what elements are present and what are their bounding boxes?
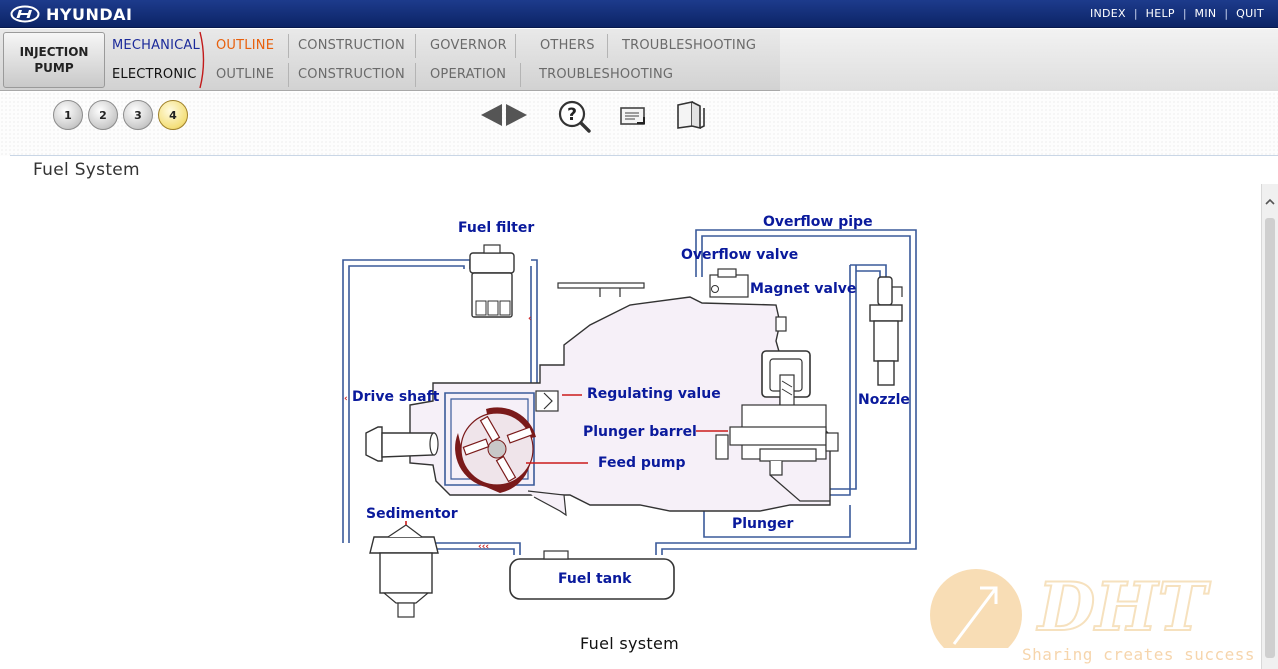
nav-category-electronic[interactable]: ELECTRONIC xyxy=(112,66,197,82)
toolbar-divider xyxy=(10,155,1278,156)
module-label-line2: PUMP xyxy=(34,61,74,75)
label-nozzle: Nozzle xyxy=(858,392,910,408)
nav-divider xyxy=(288,33,289,58)
watermark-logo-icon: DHT xyxy=(930,567,1213,661)
fuel-filter xyxy=(469,244,515,318)
brand-logo: HYUNDAI xyxy=(10,4,132,24)
nav-divider xyxy=(288,62,289,87)
svg-text:‹‹‹: ‹‹‹ xyxy=(478,542,489,552)
nav-category-mechanical[interactable]: MECHANICAL xyxy=(112,37,200,53)
label-plunger-barrel: Plunger barrel xyxy=(583,424,697,440)
scroll-up-icon[interactable] xyxy=(1264,196,1276,208)
nav-divider xyxy=(515,33,516,58)
min-link[interactable]: MIN xyxy=(1194,7,1217,20)
sedimentor xyxy=(369,524,439,618)
nav-electronic-troubleshooting[interactable]: TROUBLESHOOTING xyxy=(539,66,674,82)
nav-electronic-operation[interactable]: OPERATION xyxy=(430,66,507,82)
label-leader-lines xyxy=(405,394,728,525)
feed-pump xyxy=(455,407,536,493)
flow-direction-marks: ‹ ‹ ‹‹‹ xyxy=(344,314,532,552)
nav-electronic-outline[interactable]: OUTLINE xyxy=(216,66,275,82)
book-icon[interactable] xyxy=(676,100,706,130)
page-2-button[interactable]: 2 xyxy=(88,100,118,130)
svg-text:‹: ‹ xyxy=(528,314,532,324)
hyundai-emblem-icon xyxy=(10,5,40,23)
label-fuel-tank: Fuel tank xyxy=(558,571,632,587)
label-feed-pump: Feed pump xyxy=(598,455,685,471)
label-overflow-valve: Overflow valve xyxy=(681,247,798,263)
nozzle xyxy=(869,276,903,386)
label-sedimentor: Sedimentor xyxy=(366,506,458,522)
scroll-thumb[interactable] xyxy=(1265,218,1275,658)
svg-text:‹: ‹ xyxy=(344,394,348,404)
page-toolbar: 1 2 3 4 ? xyxy=(0,92,1278,156)
fuel-tank xyxy=(509,550,675,600)
mechanical-nav-row: MECHANICAL OUTLINE CONSTRUCTION GOVERNOR… xyxy=(106,31,768,60)
link-separator: | xyxy=(1133,7,1138,20)
electronic-nav-row: ELECTRONIC OUTLINE CONSTRUCTION OPERATIO… xyxy=(106,60,681,89)
top-links: INDEX | HELP | MIN | QUIT xyxy=(1082,7,1272,20)
index-link[interactable]: INDEX xyxy=(1089,7,1126,20)
page-4-button[interactable]: 4 xyxy=(158,100,188,130)
title-bar: HYUNDAI INDEX | HELP | MIN | QUIT xyxy=(0,0,1278,28)
label-overflow-pipe: Overflow pipe xyxy=(763,214,873,230)
page-title: Fuel System xyxy=(33,160,140,180)
label-magnet-valve: Magnet valve xyxy=(750,281,856,297)
category-divider-arc xyxy=(199,31,205,89)
label-drive-shaft: Drive shaft xyxy=(352,389,440,405)
nav-divider xyxy=(520,62,521,87)
drive-shaft xyxy=(365,426,439,462)
watermark: DHT Sharing creates success xyxy=(928,567,1278,669)
link-separator: | xyxy=(1224,7,1229,20)
label-plunger: Plunger xyxy=(732,516,794,532)
brand-wordmark: HYUNDAI xyxy=(46,4,133,24)
nav-mechanical-troubleshooting[interactable]: TROUBLESHOOTING xyxy=(622,37,757,53)
link-separator: | xyxy=(1182,7,1187,20)
nav-electronic-construction[interactable]: CONSTRUCTION xyxy=(298,66,405,82)
nav-divider xyxy=(607,33,608,58)
module-label: INJECTION PUMP xyxy=(9,44,99,76)
note-card-icon[interactable] xyxy=(620,106,646,126)
injection-pump-button[interactable]: INJECTION PUMP xyxy=(3,32,105,88)
vertical-scrollbar[interactable] xyxy=(1261,184,1278,669)
nav-divider xyxy=(415,33,416,58)
diagram-labels: Fuel filter Overflow pipe Overflow valve… xyxy=(352,214,910,587)
fuel-system-diagram: ‹ ‹ ‹‹‹ Fuel filter Overflow pipe Overfl… xyxy=(342,214,917,618)
nav-mechanical-outline[interactable]: OUTLINE xyxy=(216,37,275,53)
diagram-caption: Fuel system xyxy=(580,634,679,653)
page-3-button[interactable]: 3 xyxy=(123,100,153,130)
watermark-brand: DHT xyxy=(1036,568,1212,646)
nav-mechanical-governor[interactable]: GOVERNOR xyxy=(430,37,507,53)
nav-mechanical-others[interactable]: OTHERS xyxy=(540,37,595,53)
quit-link[interactable]: QUIT xyxy=(1236,7,1264,20)
page-1-button[interactable]: 1 xyxy=(53,100,83,130)
section-nav: INJECTION PUMP MECHANICAL OUTLINE CONSTRU… xyxy=(0,29,1278,91)
help-link[interactable]: HELP xyxy=(1145,7,1175,20)
nav-mechanical-construction[interactable]: CONSTRUCTION xyxy=(298,37,405,53)
svg-text:?: ? xyxy=(567,105,577,125)
label-regulating-value: Regulating value xyxy=(587,386,721,402)
nav-divider xyxy=(415,62,416,87)
nav-filler xyxy=(780,29,1278,91)
prev-next-arrows-icon[interactable] xyxy=(480,102,528,128)
module-label-line1: INJECTION xyxy=(19,45,89,59)
label-fuel-filter: Fuel filter xyxy=(458,220,534,236)
watermark-tagline: Sharing creates success xyxy=(1022,645,1256,664)
help-magnifier-icon[interactable]: ? xyxy=(557,99,591,133)
